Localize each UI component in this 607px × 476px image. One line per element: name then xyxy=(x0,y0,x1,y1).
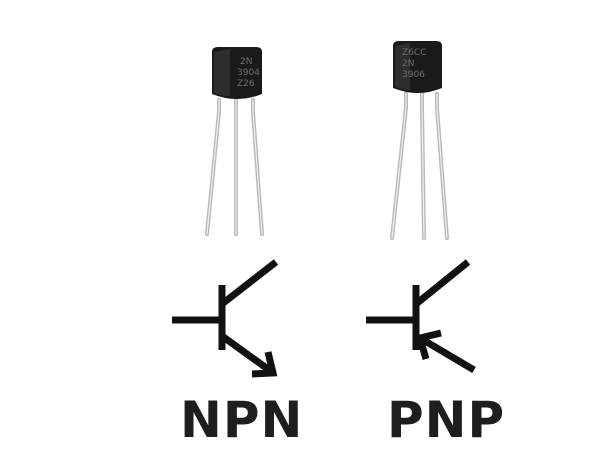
pnp-transistor-photo: Z6CC 2N 3906 xyxy=(390,41,449,240)
pnp-collector-lead xyxy=(413,259,471,307)
npn-emitter-arrow xyxy=(251,351,278,378)
npn-schematic-symbol xyxy=(172,259,279,378)
npn-transistor-photo: 2N 3904 Z26 xyxy=(205,47,264,236)
pnp-label: PNP xyxy=(387,391,506,449)
pnp-schematic-symbol xyxy=(366,259,476,374)
npn-marking-line-2: 3904 xyxy=(237,68,260,78)
npn-label: NPN xyxy=(180,391,304,449)
npn-collector-lead xyxy=(219,259,279,307)
pnp-emitter-arrow xyxy=(415,329,442,360)
npn-leads xyxy=(205,98,264,236)
pnp-leads xyxy=(390,92,449,240)
npn-marking-line-3: Z26 xyxy=(237,79,255,89)
pnp-marking-line-2: 2N xyxy=(402,59,414,69)
pnp-marking-line-1: Z6CC xyxy=(402,48,426,58)
npn-emitter-lead xyxy=(219,333,275,375)
npn-marking-line-1: 2N xyxy=(240,57,252,67)
pnp-emitter-lead xyxy=(418,334,476,374)
pnp-marking-line-3: 3906 xyxy=(402,70,425,80)
